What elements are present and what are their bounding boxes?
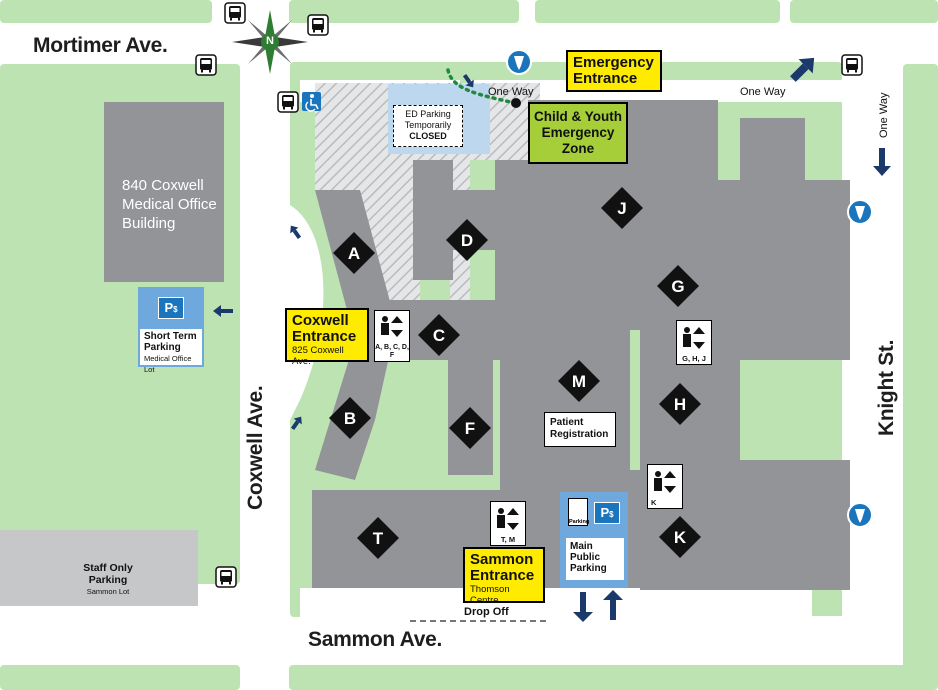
wing-letter-b: B: [344, 409, 356, 428]
bus-icon: [195, 54, 217, 76]
coxwell-entrance-label: Coxwell Entrance: [292, 312, 357, 345]
wing-letter-k: K: [674, 528, 687, 547]
elevator-coxwell-wings: A, B, C, D, F: [375, 344, 409, 359]
bus-icon: [195, 2, 863, 588]
elevator-k-wing: K: [651, 498, 657, 507]
street-sammon: Sammon Ave.: [308, 628, 443, 651]
emergency-entrance-label: Emergency Entrance: [573, 54, 654, 87]
street-coxwell: Coxwell Ave.: [244, 385, 267, 510]
wing-marker-j: J: [601, 187, 643, 229]
parking-p-icon: P$: [594, 502, 620, 524]
wing-marker-a: A: [333, 232, 375, 274]
wing-letter-h: H: [674, 395, 686, 414]
wing-letter-j: J: [617, 199, 626, 218]
one-way-label: One Way: [878, 92, 890, 138]
wing-marker-d: D: [446, 219, 488, 261]
ed-parking-line3: CLOSED: [409, 131, 447, 141]
coxwell-entrance-address: 825 Coxwell Ave.: [292, 345, 344, 367]
traffic-arrows: [213, 57, 891, 622]
emergency-path: [446, 68, 517, 105]
sammon-entrance-box: Sammon Entrance Thomson Centre: [463, 547, 545, 606]
bus-icon: [224, 2, 246, 24]
emergency-entrance-box: Emergency Entrance: [566, 50, 662, 92]
main-public-parking-label: Main Public Parking: [566, 538, 624, 580]
bus-icon: [215, 566, 237, 588]
staff-parking-label: Staff Only Parking Sammon Lot: [72, 562, 144, 598]
elevator-tm-wings: T, M: [500, 535, 516, 544]
street-mortimer: Mortimer Ave.: [33, 34, 168, 57]
main-public-parking: Parking P$ Main Public Parking: [562, 494, 626, 584]
wing-letter-m: M: [572, 372, 586, 391]
wing-marker-k: K: [659, 516, 701, 558]
compass-icon: [232, 10, 308, 74]
patient-registration: Patient Registration: [544, 412, 616, 447]
wing-marker-f: F: [449, 407, 491, 449]
child-youth-zone: Child & Youth Emergency Zone: [528, 102, 628, 164]
staff-parking-sub: Sammon Lot: [86, 587, 130, 596]
wing-marker-c: C: [418, 314, 460, 356]
ed-parking-closed-box: ED Parking Temporarily CLOSED: [393, 105, 463, 147]
short-term-parking: P$ Short Term Parking Medical Office Lot: [138, 287, 204, 374]
street-knight: Knight St.: [875, 339, 898, 436]
parking-elevator-icon: Parking: [568, 498, 589, 526]
wing-marker-h: H: [659, 383, 701, 425]
one-way-label: One Way: [488, 86, 534, 98]
wing-letter-f: F: [465, 419, 475, 438]
wing-marker-b: B: [329, 397, 371, 439]
wing-letter-a: A: [348, 244, 360, 263]
one-way-label: One Way: [740, 86, 786, 98]
wing-marker-g: G: [657, 265, 699, 307]
parking-p-icon: P$: [158, 297, 184, 319]
elevator-ghj-wings: G, H, J: [682, 354, 706, 363]
wing-letter-c: C: [433, 326, 445, 345]
short-term-title: Short Term Parking: [144, 331, 197, 353]
elevator-icon: G, H, J: [676, 320, 712, 365]
wing-letter-t: T: [373, 529, 384, 548]
wing-letter-d: D: [461, 231, 473, 250]
medical-office-label: 840 Coxwell Medical Office Building: [122, 177, 217, 232]
wing-marker-m: M: [558, 360, 600, 402]
elevator-icon: K: [647, 464, 683, 509]
medical-office-building: [104, 102, 224, 282]
compass-n: N: [266, 35, 274, 47]
bus-icon: [841, 54, 863, 76]
staff-parking-lot: [0, 530, 198, 606]
wing-marker-t: T: [357, 517, 399, 559]
bus-icon: [307, 14, 329, 36]
info-icon: [506, 49, 873, 528]
wing-markers: A B C D F G H J K M T: [329, 187, 701, 559]
elevator-icon: T, M: [490, 501, 526, 546]
wing-letter-g: G: [671, 277, 684, 296]
sammon-entrance-sub: Thomson Centre: [470, 584, 510, 606]
staff-parking-title: Staff Only Parking: [83, 562, 133, 586]
accessible-icon: [302, 92, 321, 112]
sammon-entrance-label: Sammon Entrance: [470, 551, 535, 584]
ed-parking-line1: ED Parking: [405, 109, 451, 119]
short-term-sub: Medical Office Lot: [144, 354, 192, 374]
elevator-icon: A, B, C, D, F: [374, 310, 410, 362]
drop-off-label: Drop Off: [464, 606, 509, 618]
emergency-dropoff-dot: [511, 98, 521, 108]
ed-parking-line2: Temporarily: [404, 120, 452, 130]
coxwell-entrance-box: Coxwell Entrance 825 Coxwell Ave.: [285, 308, 369, 367]
bus-icon: [277, 91, 299, 113]
